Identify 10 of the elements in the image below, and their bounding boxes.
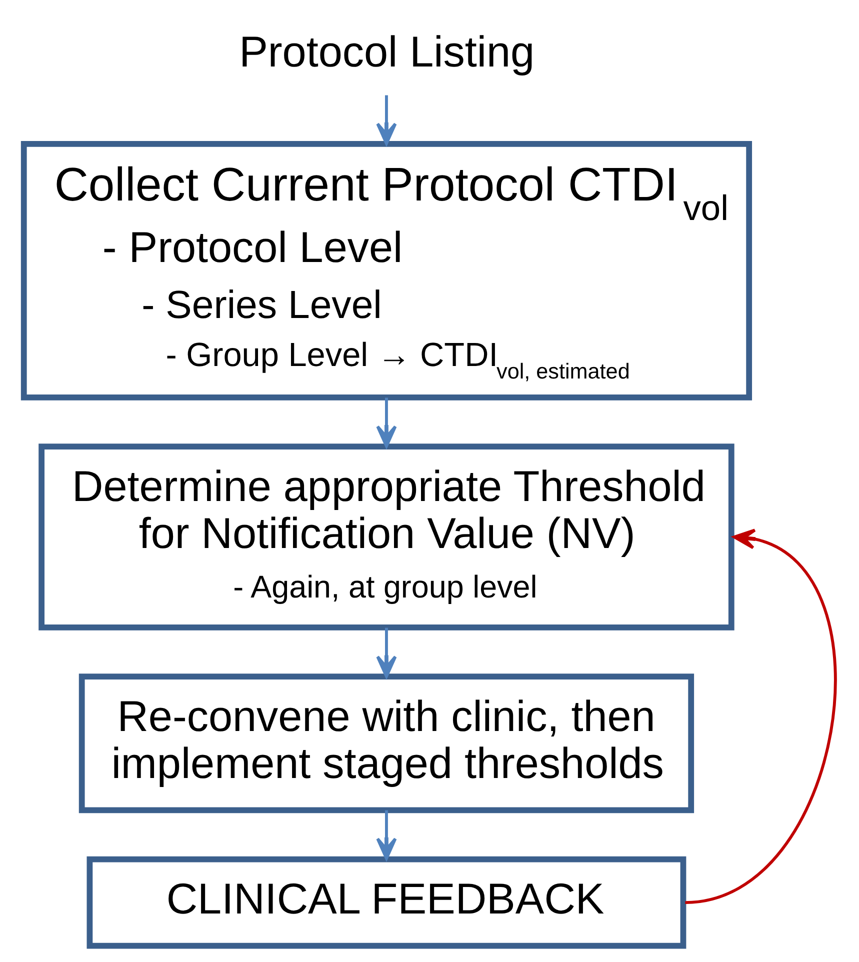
node-box: Re-convene with clinic, then implement staged thresholds (78, 674, 694, 814)
node-box: Determine appropriate Threshold for Notification Value (NV) - Again, at group level (38, 444, 734, 630)
arrow (684, 528, 836, 904)
node-box: CLINICAL FEEDBACK (86, 856, 686, 949)
arrow (376, 95, 396, 145)
node-text: Protocol Listing (238, 28, 534, 77)
arrow (376, 810, 396, 860)
node-box: Collect Current Protocol CTDI$_{vol}$ - Protocol Level - Series Level - Group Level → CTDI$_{vol, estimated}$ (20, 141, 752, 400)
arrow (376, 398, 396, 448)
arrow (376, 628, 396, 678)
